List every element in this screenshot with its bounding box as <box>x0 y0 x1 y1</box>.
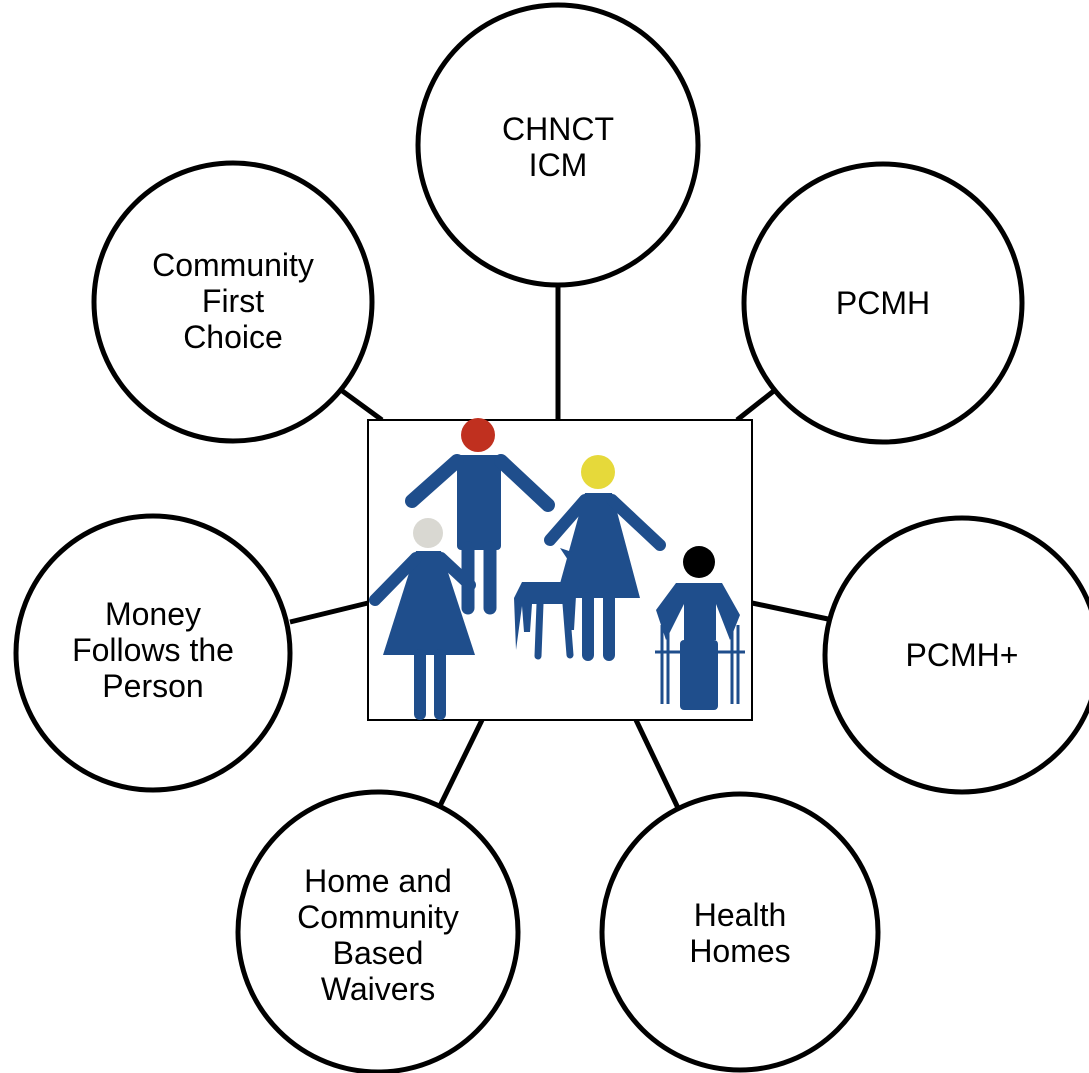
connector-pcmh-plus <box>751 600 829 622</box>
node-circle-chnct-icm <box>415 2 701 288</box>
grey-head <box>413 518 443 548</box>
node-label-pcmh: PCMH <box>836 285 930 321</box>
connector-hcbs-waivers <box>435 718 485 812</box>
center-image <box>367 418 753 721</box>
connectors <box>289 285 829 812</box>
node-label-line: PCMH <box>836 285 930 321</box>
node-label-line: Based <box>333 935 424 971</box>
node-label-line: Person <box>102 668 203 704</box>
node-circle-money-follows-the-person <box>13 513 293 793</box>
node-label-pcmh-plus: PCMH+ <box>906 637 1019 673</box>
node-circle-community-first-choice <box>91 160 375 444</box>
node-label-line: Home and <box>304 863 452 899</box>
node-label-line: Money <box>105 596 201 632</box>
node-circle-health-homes <box>599 791 881 1073</box>
node-label-line: PCMH+ <box>906 637 1019 673</box>
connector-money-follows-the-person <box>289 600 369 625</box>
woman-figure-left <box>369 518 476 720</box>
black-head <box>683 546 715 578</box>
node-label-line: CHNCT <box>502 111 614 147</box>
node-circle-pcmh <box>741 161 1025 445</box>
node-circle-hcbs-waivers <box>235 789 521 1073</box>
node-circle-pcmh-plus <box>822 515 1089 795</box>
connector-health-homes <box>633 718 681 810</box>
node-label-line: First <box>202 283 264 319</box>
dog-figure <box>514 548 582 660</box>
connector-community-first-choice <box>339 387 384 423</box>
node-circles <box>13 2 1089 1073</box>
node-label-line: Homes <box>689 933 790 969</box>
node-label-line: Health <box>694 897 787 933</box>
red-head <box>461 418 495 452</box>
node-label-line: Community <box>152 247 314 283</box>
node-label-line: Follows the <box>72 632 234 668</box>
node-label-line: Community <box>297 899 459 935</box>
connector-pcmh <box>735 388 777 422</box>
yellow-head <box>581 455 615 489</box>
node-label-line: Choice <box>183 319 283 355</box>
wheelchair-user-figure <box>655 546 745 710</box>
node-label-line: Waivers <box>321 971 435 1007</box>
node-label-line: ICM <box>529 147 588 183</box>
family-with-dog-and-wheelchair-user-icon <box>369 418 745 720</box>
